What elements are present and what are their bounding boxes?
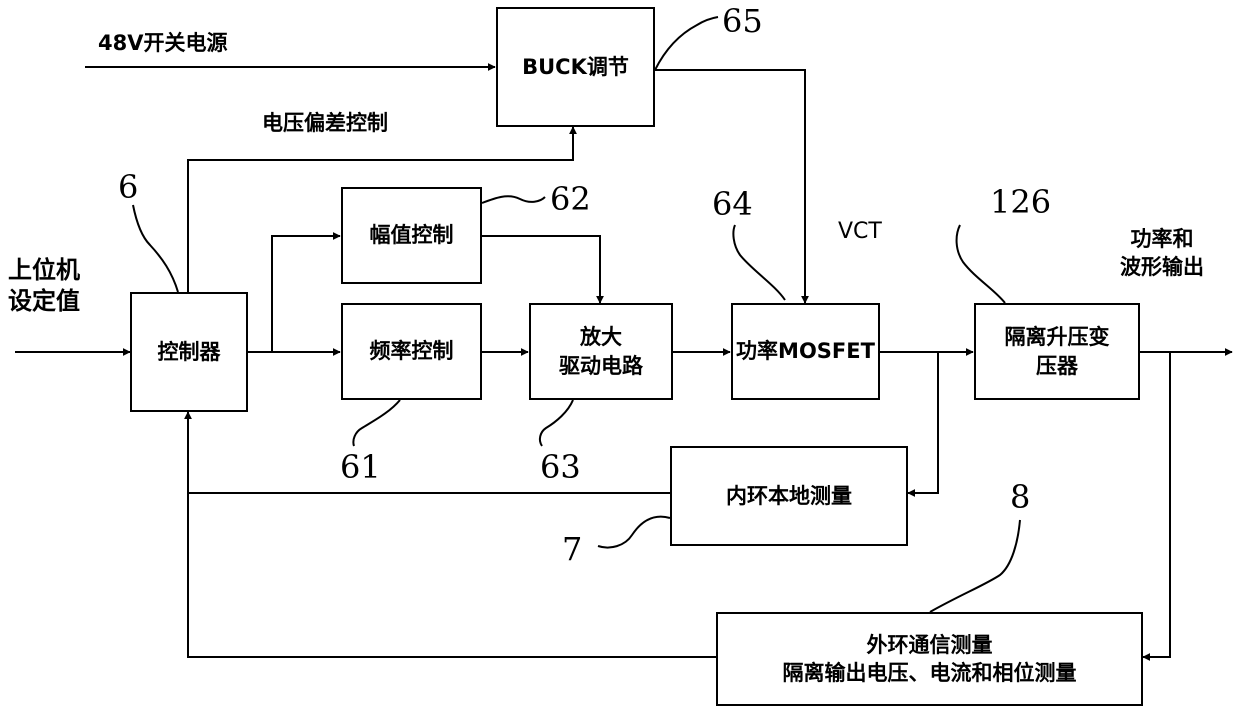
leader-126: [957, 225, 1005, 303]
output-to-outer-loop-arrow: [1143, 352, 1170, 657]
ref-number-126: 126: [990, 183, 1051, 221]
power-mosfet-block: 功率MOSFET: [731, 303, 880, 400]
leader-7: [598, 517, 670, 548]
leader-65: [655, 17, 718, 70]
amplifier-driver-block: 放大 驱动电路: [529, 303, 673, 400]
frequency-control-block: 频率控制: [341, 303, 482, 400]
ref-number-8: 8: [1010, 478, 1030, 516]
leader-62: [482, 196, 545, 203]
controller-block: 控制器: [130, 292, 248, 412]
host-setpoint-label: 上位机 设定值: [8, 255, 80, 317]
ref-number-64: 64: [712, 185, 753, 223]
voltage-bias-label: 电压偏差控制: [262, 110, 388, 137]
buck-block: BUCK调节: [496, 7, 655, 127]
output-label: 功率和 波形输出: [1120, 225, 1204, 282]
isolation-transformer-block: 隔离升压变 压器: [974, 303, 1140, 400]
inner-loop-measurement-block: 内环本地测量: [670, 446, 908, 546]
amplitude-to-amplifier-arrow: [482, 236, 600, 303]
ref-number-63: 63: [540, 448, 581, 486]
outer-loop-feedback-arrow: [188, 412, 716, 657]
vct-label: VCT: [838, 218, 882, 247]
outer-loop-measurement-block: 外环通信测量 隔离输出电压、电流和相位测量: [716, 612, 1143, 706]
mosfet-to-inner-loop-arrow: [908, 352, 938, 493]
controller-to-amplitude-arrow: [272, 236, 340, 352]
leader-63: [540, 400, 573, 446]
ref-number-65: 65: [722, 2, 763, 40]
ref-number-62: 62: [550, 180, 591, 218]
leader-64: [733, 225, 785, 300]
leader-61: [353, 400, 400, 446]
ref-number-6: 6: [118, 168, 138, 206]
leader-8: [930, 520, 1020, 612]
ref-number-7: 7: [562, 530, 582, 568]
amplitude-control-block: 幅值控制: [341, 187, 482, 284]
leader-6: [133, 205, 178, 292]
power-supply-label: 48V开关电源: [98, 30, 227, 57]
ref-number-61: 61: [340, 448, 381, 486]
